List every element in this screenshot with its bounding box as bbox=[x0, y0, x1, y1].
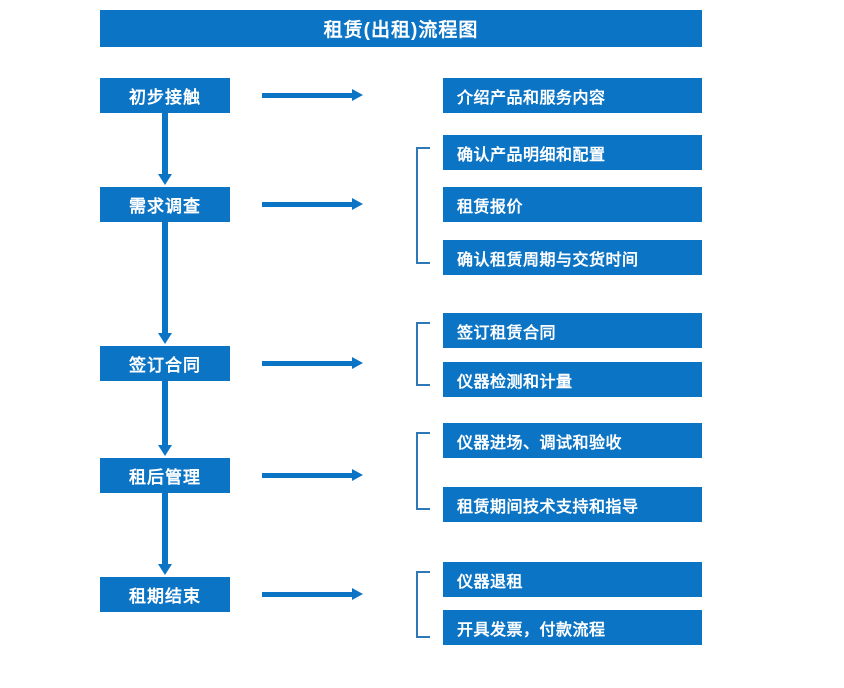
flowchart-title: 租赁(出租)流程图 bbox=[100, 10, 702, 47]
detail-box-5-2[interactable]: 开具发票，付款流程 bbox=[443, 610, 702, 645]
group-bracket-5 bbox=[416, 571, 430, 638]
stage-box-2[interactable]: 需求调查 bbox=[100, 187, 230, 222]
arrow-head bbox=[158, 564, 172, 575]
arrow-right-5 bbox=[262, 588, 363, 600]
arrow-shaft bbox=[262, 361, 352, 366]
detail-box-2-1[interactable]: 确认产品明细和配置 bbox=[443, 135, 702, 170]
arrow-shaft bbox=[262, 473, 352, 478]
stage-box-5[interactable]: 租期结束 bbox=[100, 577, 230, 612]
stage-box-3[interactable]: 签订合同 bbox=[100, 346, 230, 381]
stage-box-4[interactable]: 租后管理 bbox=[100, 458, 230, 493]
arrow-head bbox=[158, 333, 172, 344]
detail-box-3-1[interactable]: 签订租赁合同 bbox=[443, 313, 702, 348]
detail-box-2-2[interactable]: 租赁报价 bbox=[443, 187, 702, 222]
detail-box-3-2[interactable]: 仪器检测和计量 bbox=[443, 362, 702, 397]
detail-box-4-2[interactable]: 租赁期间技术支持和指导 bbox=[443, 487, 702, 522]
detail-box-1-1[interactable]: 介绍产品和服务内容 bbox=[443, 78, 702, 113]
stage-box-1[interactable]: 初步接触 bbox=[100, 78, 230, 113]
arrow-head bbox=[158, 445, 172, 456]
arrow-right-1 bbox=[262, 89, 363, 101]
arrow-shaft bbox=[162, 113, 168, 174]
detail-box-4-1[interactable]: 仪器进场、调试和验收 bbox=[443, 423, 702, 458]
arrow-down-2 bbox=[158, 222, 172, 344]
arrow-head bbox=[158, 174, 172, 185]
arrow-down-1 bbox=[158, 113, 172, 185]
arrow-shaft bbox=[162, 381, 168, 445]
arrow-shaft bbox=[262, 93, 352, 98]
group-bracket-4 bbox=[416, 432, 430, 510]
arrow-head bbox=[352, 469, 363, 481]
arrow-right-4 bbox=[262, 469, 363, 481]
arrow-head bbox=[352, 198, 363, 210]
arrow-down-3 bbox=[158, 381, 172, 456]
arrow-head bbox=[352, 89, 363, 101]
arrow-shaft bbox=[262, 202, 352, 207]
group-bracket-3 bbox=[416, 322, 430, 386]
group-bracket-2 bbox=[416, 147, 430, 264]
arrow-head bbox=[352, 357, 363, 369]
arrow-shaft bbox=[162, 493, 168, 564]
arrow-shaft bbox=[262, 592, 352, 597]
arrow-shaft bbox=[162, 222, 168, 333]
arrow-down-4 bbox=[158, 493, 172, 575]
arrow-head bbox=[352, 588, 363, 600]
detail-box-5-1[interactable]: 仪器退租 bbox=[443, 562, 702, 597]
detail-box-2-3[interactable]: 确认租赁周期与交货时间 bbox=[443, 240, 702, 275]
arrow-right-2 bbox=[262, 198, 363, 210]
arrow-right-3 bbox=[262, 357, 363, 369]
